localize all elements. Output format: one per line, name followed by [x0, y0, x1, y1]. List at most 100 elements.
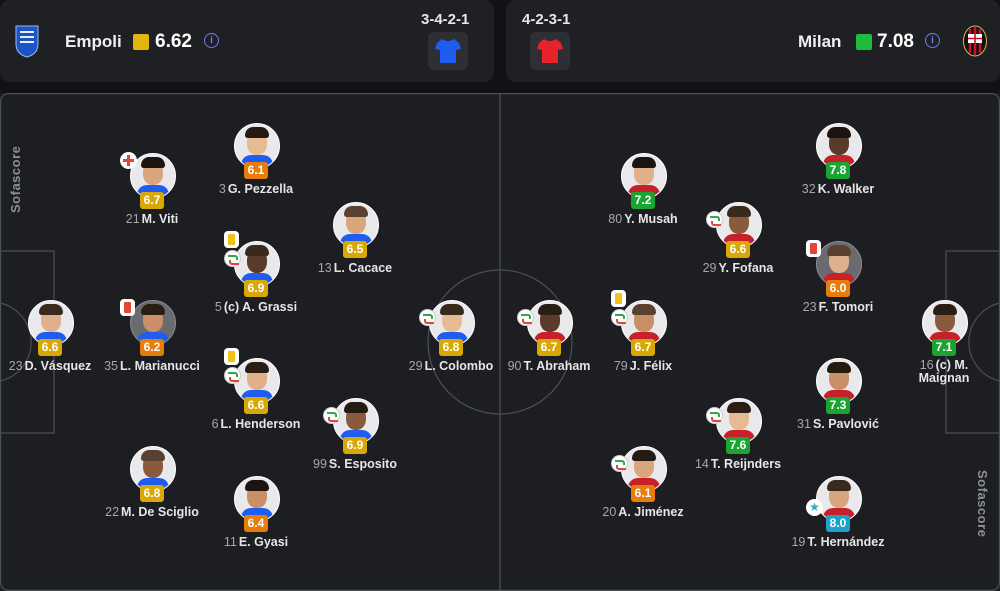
player-name: A. Jiménez [618, 505, 684, 519]
player-avatar[interactable] [716, 398, 762, 444]
red-card-icon [120, 299, 135, 316]
watermark-text: Sofascore [975, 470, 990, 538]
player-name: F. Tomori [818, 300, 874, 314]
player-name: T. Hernández [807, 535, 885, 549]
player-name: Y. Fofana [718, 261, 774, 275]
player-number: 5 [214, 300, 222, 314]
player-name: T. Reijnders [710, 457, 782, 471]
player-name: K. Walker [817, 182, 875, 196]
player-name: D. Vásquez [24, 359, 92, 373]
player-number: 90 [507, 359, 522, 373]
player-rating-badge: 7.2 [631, 192, 655, 209]
player-name: Y. Musah [624, 212, 678, 226]
player-rating-badge: 7.8 [826, 162, 850, 179]
player-rating-badge: 8.0 [826, 515, 850, 532]
substitution-icon [706, 211, 723, 228]
player-name: G. Pezzella [227, 182, 294, 196]
player-name: M. De Sciglio [121, 505, 199, 519]
milan-crest-icon [963, 25, 987, 57]
red-card-icon [806, 240, 821, 257]
home-team-header: Empoli 6.62 i 3-4-2-1 [0, 0, 494, 82]
player-number: 23 [802, 300, 817, 314]
home-rating-square [133, 34, 149, 50]
player-rating-badge: 6.2 [140, 339, 164, 356]
player-name: E. Gyasi [238, 535, 289, 549]
player-name: L. Colombo [424, 359, 494, 373]
home-shirt-button[interactable] [428, 32, 468, 70]
player-label: 5(c) A. Grassi [156, 300, 356, 315]
home-team-rating: 6.62 [155, 31, 192, 52]
player-rating-badge: 6.6 [38, 339, 62, 356]
sofascore-watermark-right: Sofascore [975, 470, 990, 537]
substitution-icon [517, 309, 534, 326]
player-rating-badge: 6.8 [439, 339, 463, 356]
player-number: 6 [211, 417, 219, 431]
player-avatar[interactable] [816, 123, 862, 169]
substitution-icon [419, 309, 436, 326]
player-name: T. Abraham [523, 359, 591, 373]
substitution-icon [611, 309, 628, 326]
player-avatar[interactable] [130, 300, 176, 346]
player-avatar[interactable] [234, 123, 280, 169]
away-team-header: 4-2-3-1 Milan 7.08 i [506, 0, 1000, 82]
player-rating-badge: 6.9 [244, 280, 268, 297]
player-avatar[interactable] [716, 202, 762, 248]
player-number: 20 [602, 505, 617, 519]
player-label: 16(c) M. Maignan [914, 359, 974, 385]
player-avatar[interactable] [333, 202, 379, 248]
away-shirt-button[interactable] [530, 32, 570, 70]
player-name: (c) A. Grassi [223, 300, 298, 314]
substitution-icon [224, 250, 241, 267]
player-name: L. Marianucci [120, 359, 200, 373]
player-number: 16 [919, 358, 934, 372]
player-rating-badge: 6.4 [244, 515, 268, 532]
player-rating-badge: 6.1 [631, 485, 655, 502]
away-info-icon[interactable]: i [925, 33, 940, 48]
player-rating-badge: 7.6 [726, 437, 750, 454]
player-number: 31 [797, 417, 811, 431]
player-number: 3 [218, 182, 226, 196]
player-number: 99 [313, 457, 327, 471]
player-rating-badge: 6.9 [343, 437, 367, 454]
home-info-icon[interactable]: i [204, 33, 219, 48]
substitution-icon [611, 455, 628, 472]
player-avatar[interactable] [234, 476, 280, 522]
yellow-card-icon [224, 348, 239, 365]
player-avatar[interactable] [621, 153, 667, 199]
substitution-icon [323, 407, 340, 424]
player-name: S. Esposito [328, 457, 397, 471]
player-number: 29 [702, 261, 717, 275]
player-number: 13 [317, 261, 332, 275]
player-number: 80 [608, 212, 623, 226]
home-team-name[interactable]: Empoli [65, 32, 122, 51]
yellow-card-icon [224, 231, 239, 248]
player-rating-badge: 6.5 [343, 241, 367, 258]
player-avatar[interactable] [621, 446, 667, 492]
player-name: S. Pavlović [812, 417, 879, 431]
player-avatar[interactable] [621, 300, 667, 346]
player-avatar[interactable] [816, 476, 862, 522]
player-name: L. Cacace [333, 261, 393, 275]
player-avatar[interactable] [130, 153, 176, 199]
player-name: (c) M. Maignan [918, 358, 970, 385]
player-rating-badge: 6.1 [244, 162, 268, 179]
substitution-icon [224, 367, 241, 384]
star-icon [806, 499, 823, 516]
injury-icon [120, 152, 137, 169]
player-rating-badge: 6.7 [537, 339, 561, 356]
yellow-card-icon [611, 290, 626, 307]
away-rating-square [856, 34, 872, 50]
away-formation: 4-2-3-1 [522, 11, 571, 28]
away-team-name[interactable]: Milan [798, 32, 842, 51]
player-avatar[interactable] [28, 300, 74, 346]
home-shirt-icon [435, 39, 461, 63]
